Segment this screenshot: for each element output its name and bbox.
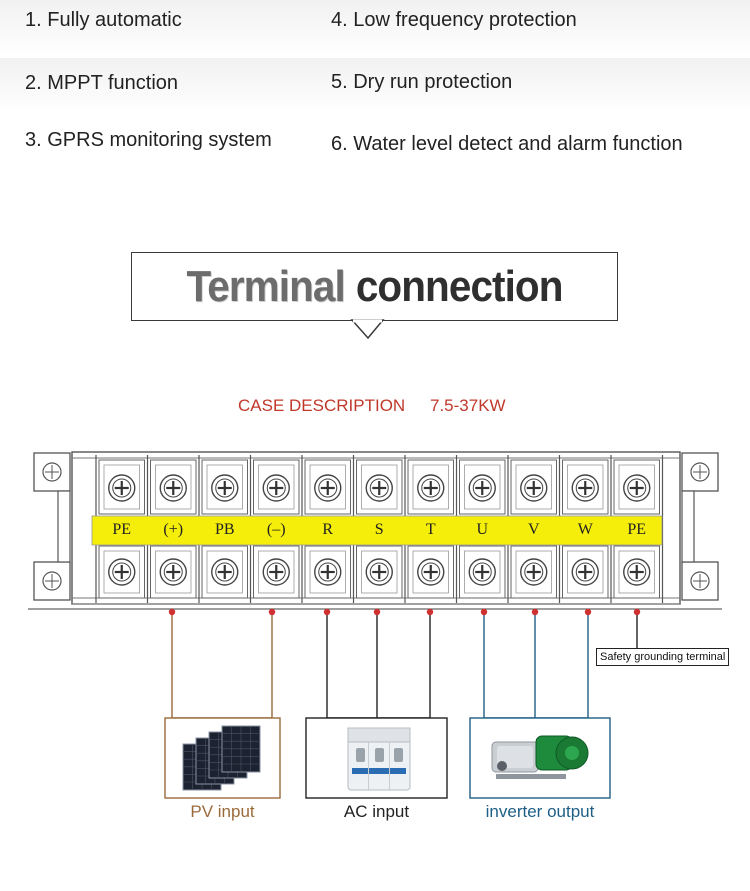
left-mount-ear [33,452,71,601]
dot-v [531,608,539,616]
dot-pe2 [633,608,641,616]
page-title: Terminal connection [151,253,597,320]
pv-input-caption: PV input [190,802,255,821]
feature-1: 1. Fully automatic [25,9,182,31]
terminal-label-5: R [322,521,334,538]
terminal-cells [95,455,664,603]
right-mount-ear [681,452,719,601]
title-word-1: Terminal [186,261,345,311]
inverter-output-caption: inverter output [485,802,595,821]
dot-s [373,608,381,616]
wiring [171,612,638,719]
terminal-cell-9 [507,455,557,603]
feature-band-2 [0,58,750,113]
terminal-label-1: PE [112,521,132,538]
dot-minus [268,608,276,616]
feature-3: 3. GPRS monitoring system [25,129,272,151]
feature-4: 4. Low frequency protection [331,9,577,31]
inverter-wire [483,612,589,719]
feature-2: 2. MPPT function [25,72,179,94]
dot-u [480,608,488,616]
pv-wire [171,612,273,719]
dot-r [323,608,331,616]
terminal-cell-10 [558,455,609,603]
title-word-2: connection [355,261,564,311]
terminal-cell-2 [146,455,197,603]
terminal-cell-3 [198,455,248,603]
case-description-label: CASE DESCRIPTION [238,396,406,415]
feature-band-1 [0,0,750,56]
feature-6: 6. Water level detect and alarm function [331,133,683,155]
feature-5: 5. Dry run protection [331,71,513,93]
terminal-label-2: (+) [163,521,184,538]
terminal-label-3: PB [214,521,235,538]
case-description-range: 7.5-37KW [430,396,506,415]
dot-pe [168,608,176,616]
ac-input-caption: AC input [343,802,410,821]
dot-t [426,608,434,616]
terminal-cell-7 [404,455,454,603]
title-pointer [350,319,385,340]
circuit-breaker-icon [347,727,411,791]
terminal-label-4: (–) [266,521,286,538]
connection-dots [168,608,641,616]
terminal-label-8: U [476,521,489,538]
terminal-label-6: S [374,521,384,538]
ac-wire [326,612,431,719]
terminal-cell-8 [455,455,506,603]
terminal-label-9: V [527,521,540,538]
terminal-cell-1 [95,455,145,603]
safety-grounding-label: Safety grounding terminal [596,648,730,666]
solar-panels-icon [182,725,261,791]
dot-w [584,608,592,616]
terminal-label-10: W [577,521,593,538]
terminal-cell-6 [352,455,403,603]
water-pump-icon [491,735,589,779]
terminal-label-strip [91,515,663,546]
terminal-cell-5 [301,455,351,603]
terminal-label-7: T [425,521,436,538]
feature-band-3 [0,116,750,172]
terminal-cell-4 [249,455,300,603]
terminal-label-11: PE [627,521,647,538]
